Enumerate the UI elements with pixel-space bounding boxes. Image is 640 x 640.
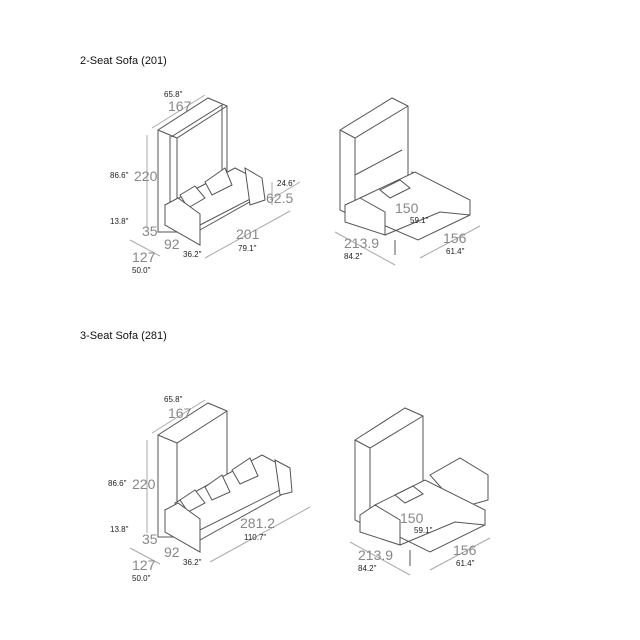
- dim-bed-width-in: 59.1": [410, 216, 429, 225]
- dim-sofa-depth-in: 36.2": [183, 558, 202, 567]
- dim-open-depth-cm: 213.9: [358, 547, 393, 563]
- dim-height-in: 86.6": [110, 171, 129, 180]
- dim-open-depth-cm: 213.9: [344, 235, 379, 251]
- dim-cab-depth-in: 13.8": [110, 525, 129, 534]
- dim-height-in: 86.6": [108, 479, 127, 488]
- section-title-2-seat: 2-Seat Sofa (201): [80, 55, 167, 67]
- dim-bed-len-cm: 156: [443, 230, 467, 246]
- dim-total-depth-cm: 127: [132, 557, 156, 573]
- dim-bed-len-cm: 156: [453, 542, 477, 558]
- dim-width-in: 65.8": [164, 90, 183, 99]
- dim-length-in: 79.1": [238, 244, 257, 253]
- dim-total-depth-in: 50.0": [132, 574, 151, 583]
- dim-width-cm: 167: [168, 405, 192, 421]
- dim-total-depth-in: 50.0": [132, 266, 151, 275]
- closed-2-seat-drawing: 65.8" 167 86.6" 220 24.6" 62.5 13.8" 35 …: [110, 90, 301, 275]
- dim-length-in: 110.7": [244, 533, 266, 542]
- dim-arm-in: 24.6": [277, 179, 296, 188]
- dim-length-cm: 281.2: [240, 515, 275, 531]
- dim-cab-depth-in: 13.8": [110, 217, 129, 226]
- dim-height-cm: 220: [132, 476, 156, 492]
- dim-bed-width-in: 59.1": [414, 526, 433, 535]
- dim-open-depth-in: 84.2": [358, 564, 377, 573]
- dim-total-depth-cm: 127: [132, 249, 156, 265]
- dim-sofa-depth-cm: 92: [164, 236, 180, 252]
- dim-bed-width-cm: 150: [395, 200, 419, 216]
- dim-bed-width-cm: 150: [400, 510, 424, 526]
- closed-3-seat-drawing: 65.8" 167 86.6" 220 13.8" 35 92 36.2" 12…: [108, 395, 311, 583]
- dim-height-cm: 220: [134, 168, 158, 184]
- dim-cab-depth-cm: 35: [142, 531, 158, 547]
- dim-width-cm: 167: [168, 98, 192, 114]
- dim-length-cm: 201: [236, 226, 260, 242]
- dim-bed-len-in: 61.4": [446, 247, 465, 256]
- dim-sofa-depth-in: 36.2": [183, 250, 202, 259]
- section-title-3-seat: 3-Seat Sofa (281): [80, 330, 167, 342]
- dim-arm-cm: 62.5: [266, 190, 293, 206]
- dim-sofa-depth-cm: 92: [164, 544, 180, 560]
- open-2-seat-drawing: 150 59.1" 213.9 84.2" 156 61.4": [334, 97, 481, 266]
- dim-bed-len-in: 61.4": [456, 559, 475, 568]
- open-3-seat-drawing: 150 59.1" 213.9 84.2" 156 61.4": [349, 407, 491, 576]
- dim-width-in: 65.8": [164, 395, 183, 404]
- dim-cab-depth-cm: 35: [142, 223, 158, 239]
- dim-open-depth-in: 84.2": [344, 252, 363, 261]
